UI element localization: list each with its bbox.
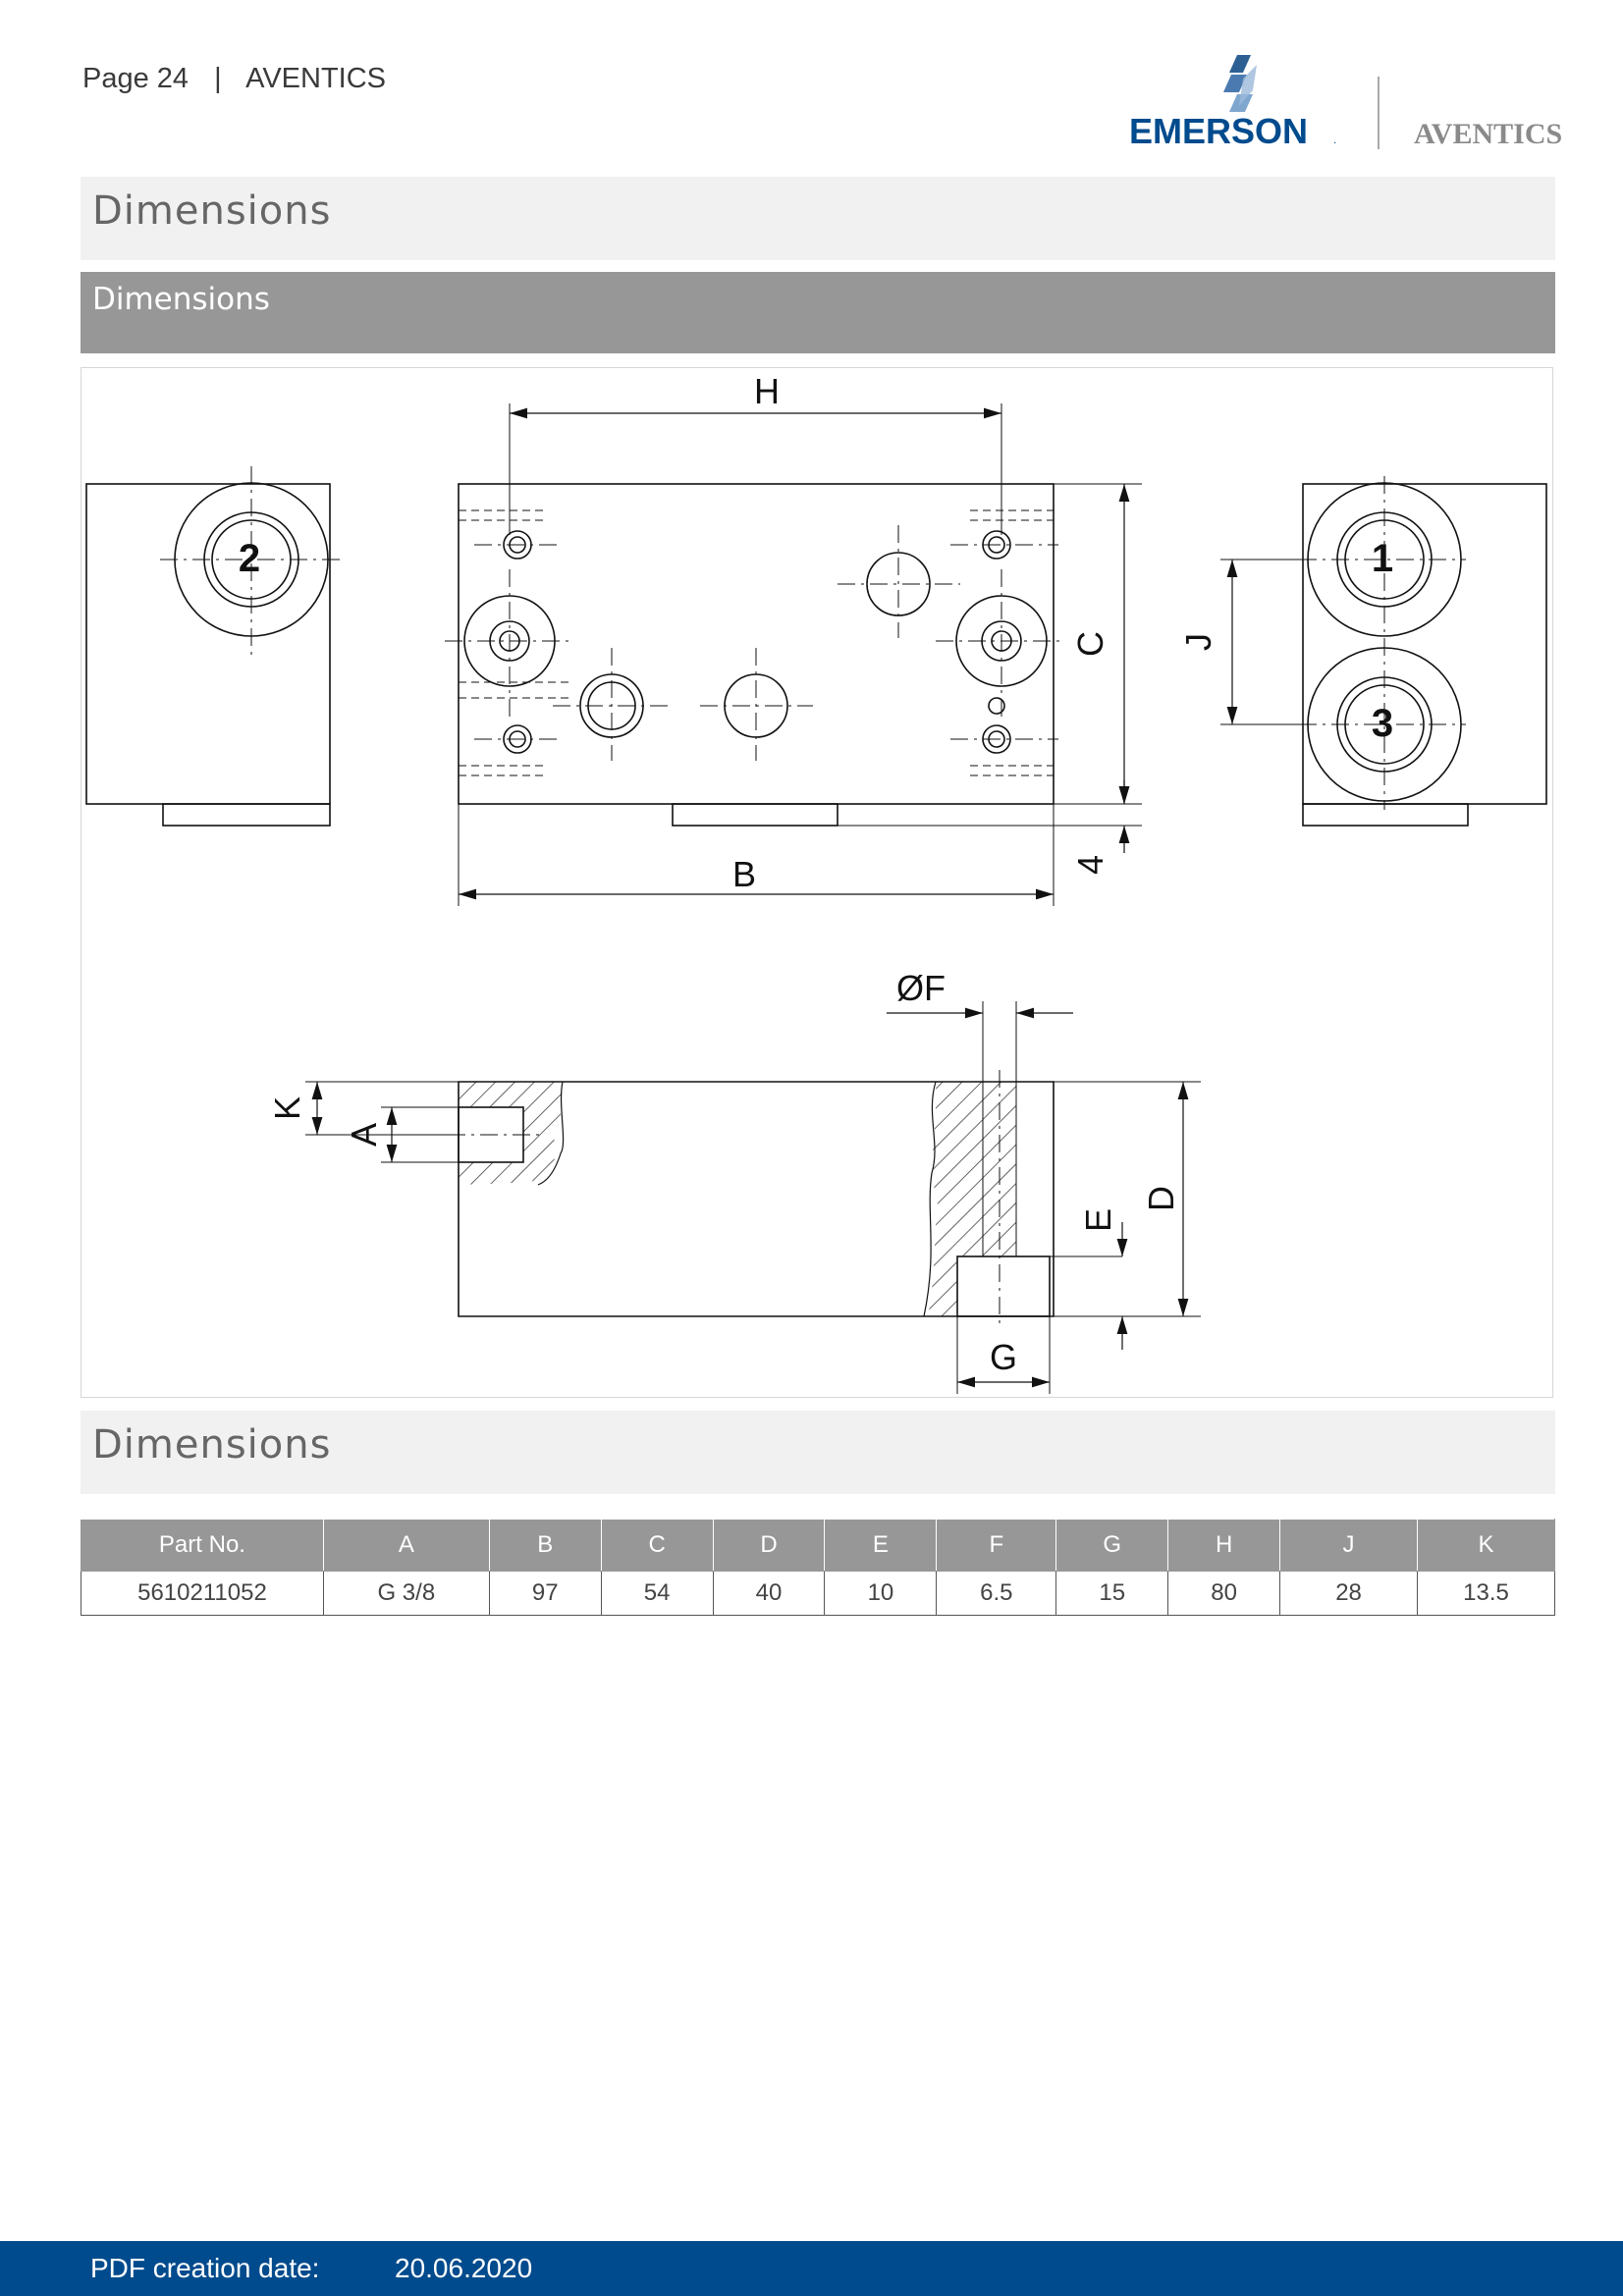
- label-c: C: [1070, 631, 1110, 657]
- column-header: B: [488, 1519, 602, 1572]
- dimension-drawing-svg: H B C 4 J ØF K A E D G 2 1 3: [85, 371, 1547, 1394]
- column-header: K: [1416, 1519, 1556, 1572]
- main-top-view: [445, 483, 1063, 827]
- column-header: A: [322, 1519, 490, 1572]
- page-footer: PDF creation date: 20.06.2020: [0, 2241, 1623, 2296]
- emerson-aventics-logo: EMERSON . AVENTICS: [1129, 55, 1562, 151]
- header-brand: AVENTICS: [245, 63, 387, 94]
- table-cell: 10: [824, 1571, 938, 1616]
- table-header-row: Part No. A B C D E F G H J K: [81, 1519, 1556, 1572]
- dimension-h: [509, 403, 1002, 535]
- label-b: B: [732, 854, 756, 894]
- label-j: J: [1178, 633, 1218, 651]
- table-cell: G 3/8: [322, 1571, 490, 1616]
- section-title-dimensions-table: Dimensions: [81, 1411, 1555, 1494]
- dimension-c-4: [838, 483, 1142, 853]
- page-number: Page 24: [82, 63, 189, 94]
- aventics-wordmark: AVENTICS: [1414, 118, 1562, 150]
- table-cell: 80: [1167, 1571, 1281, 1616]
- table-row: 5610211052 G 3/8 97 54 40 10 6.5 15 80 2…: [81, 1571, 1556, 1616]
- footer-date: 20.06.2020: [395, 2253, 533, 2283]
- label-h: H: [754, 371, 780, 411]
- dimension-e-d: [1050, 1081, 1201, 1350]
- page-header: Page 24 | AVENTICS: [82, 63, 404, 95]
- table-cell: 54: [600, 1571, 714, 1616]
- column-header: D: [712, 1519, 826, 1572]
- table-cell: 40: [712, 1571, 826, 1616]
- dimension-k-a: [305, 1081, 459, 1163]
- section-view: [415, 1070, 1055, 1325]
- label-four: 4: [1070, 855, 1110, 875]
- column-header: H: [1167, 1519, 1281, 1572]
- dimensions-table: Part No. A B C D E F G H J K 5610211052 …: [81, 1519, 1556, 1616]
- label-e: E: [1078, 1208, 1118, 1232]
- port-3-label: 3: [1372, 702, 1393, 745]
- label-g: G: [990, 1337, 1017, 1377]
- left-side-view: [85, 466, 342, 827]
- column-header: E: [824, 1519, 938, 1572]
- dimension-b: [458, 804, 1055, 906]
- subsection-bar-dimensions: Dimensions: [81, 272, 1555, 353]
- table-cell: 13.5: [1416, 1571, 1556, 1616]
- footer-label: PDF creation date:: [90, 2253, 320, 2283]
- table-cell: 6.5: [936, 1571, 1057, 1616]
- label-d: D: [1141, 1186, 1181, 1211]
- port-1-label: 1: [1372, 537, 1393, 580]
- table-cell: 5610211052: [81, 1571, 324, 1616]
- dimension-f: [887, 1001, 1073, 1082]
- emerson-tm: .: [1333, 133, 1336, 146]
- label-a: A: [344, 1123, 384, 1147]
- port-2-label: 2: [239, 537, 260, 580]
- column-header: Part No.: [81, 1519, 324, 1572]
- technical-drawing: H B C 4 J ØF K A E D G 2 1 3: [81, 367, 1553, 1398]
- dimension-g: [956, 1316, 1051, 1394]
- section-title-dimensions: Dimensions: [81, 177, 1555, 260]
- emerson-diamond-icon: [1223, 55, 1257, 112]
- column-header: G: [1055, 1519, 1169, 1572]
- table-cell: 97: [488, 1571, 602, 1616]
- dimension-j: [1220, 559, 1309, 725]
- column-header: F: [936, 1519, 1057, 1572]
- right-side-view: [1299, 476, 1547, 827]
- column-header: C: [600, 1519, 714, 1572]
- header-separator: |: [214, 63, 222, 94]
- column-header: J: [1279, 1519, 1418, 1572]
- emerson-wordmark: EMERSON: [1129, 111, 1308, 151]
- table-cell: 15: [1055, 1571, 1169, 1616]
- table-cell: 28: [1279, 1571, 1418, 1616]
- label-k: K: [267, 1096, 307, 1120]
- label-f: ØF: [896, 968, 946, 1008]
